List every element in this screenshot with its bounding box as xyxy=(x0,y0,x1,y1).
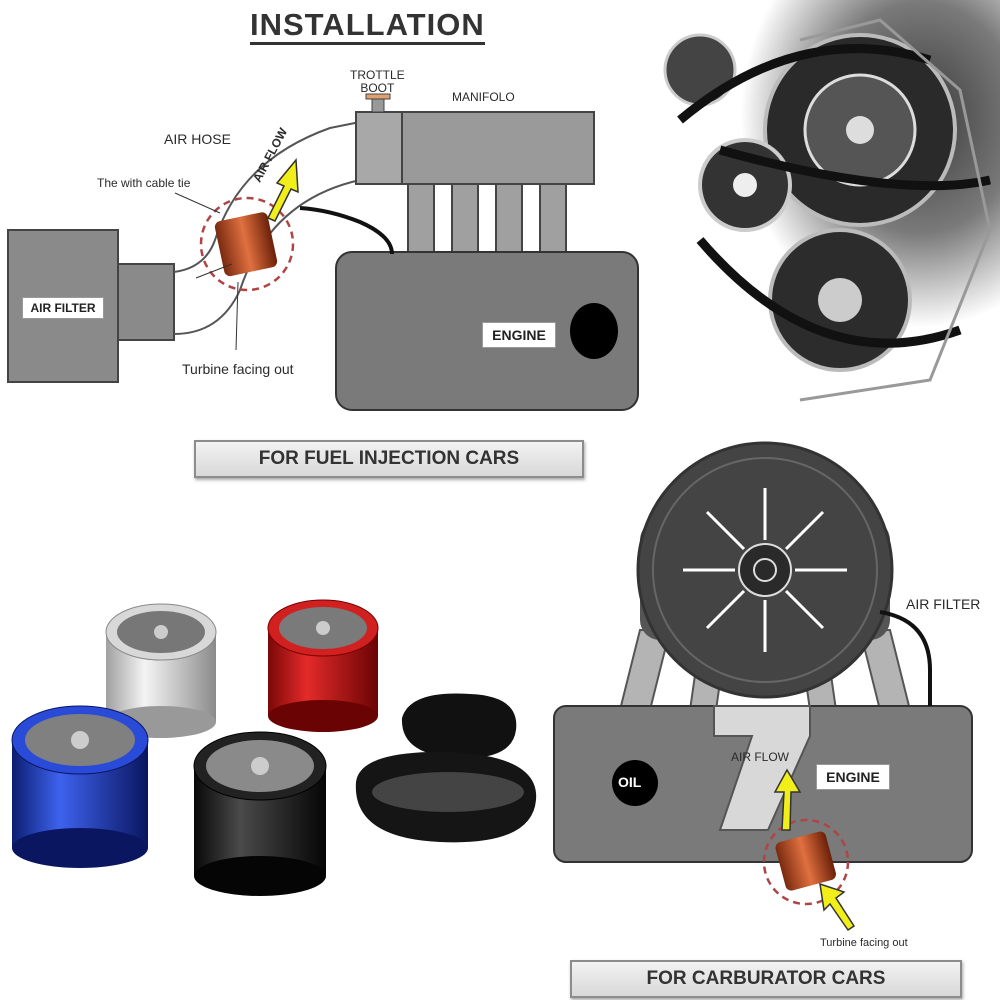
engine-label-bottom: ENGINE xyxy=(816,764,890,790)
fuel-injection-banner: FOR FUEL INJECTION CARS xyxy=(194,440,584,478)
flow-arrow-icon xyxy=(266,158,299,222)
carburator-banner: FOR CARBURATOR CARS xyxy=(570,960,962,998)
air-flow-label-bottom: AIR FLOW xyxy=(731,750,790,764)
turbine-icon xyxy=(762,818,850,906)
product-couplers xyxy=(355,693,537,843)
cable-tie-label: The with cable tie xyxy=(97,176,191,190)
flow-arrow-icon xyxy=(773,768,856,932)
page-title: INSTALLATION xyxy=(250,8,485,45)
manifold-label: MANIFOLO xyxy=(452,90,515,104)
product-red xyxy=(267,599,379,732)
oil-label: OIL xyxy=(618,774,642,790)
engine-photo xyxy=(640,0,1000,420)
product-black xyxy=(193,731,327,896)
air-hose-label: AIR HOSE xyxy=(164,131,231,147)
turbine-icon xyxy=(199,196,295,292)
engine-label-top: ENGINE xyxy=(482,322,556,348)
product-blue xyxy=(11,705,149,868)
air-filter-label-bottom: AIR FILTER xyxy=(906,596,981,612)
air-filter-icon xyxy=(636,441,894,699)
turbine-label-top: Turbine facing out xyxy=(182,361,294,377)
turbine-label-bottom: Turbine facing out xyxy=(820,937,908,949)
trottle-boot-label: TROTTLE BOOT xyxy=(350,68,405,95)
air-filter-label-top: AIR FILTER xyxy=(22,297,104,319)
